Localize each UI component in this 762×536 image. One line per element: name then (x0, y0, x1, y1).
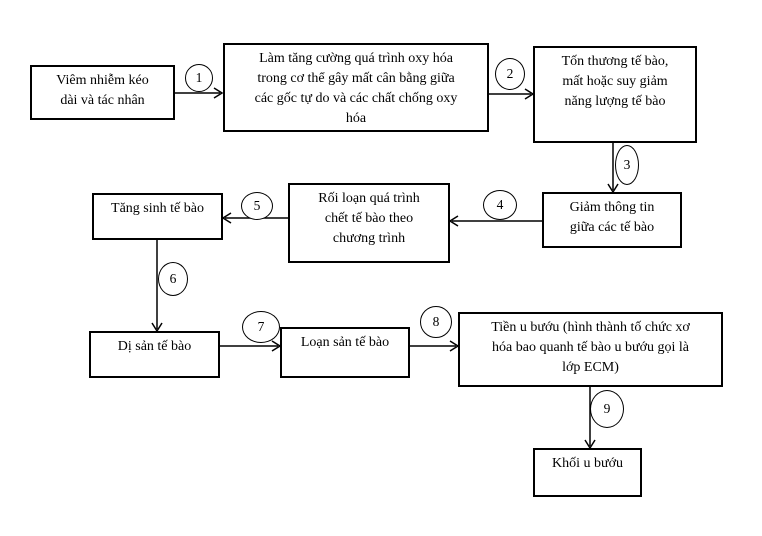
arrow-1 (175, 87, 224, 99)
box-tien-u-buou: Tiền u bướu (hình thành tố chức xơ hóa b… (458, 312, 723, 387)
arrow-3 (607, 143, 619, 194)
step-circle-2: 2 (495, 58, 525, 90)
arrow-8 (410, 340, 460, 352)
step-circle-7: 7 (242, 311, 280, 343)
arrow-4 (448, 215, 542, 227)
box-khoi-u-buou: Khối u bướu (533, 448, 642, 497)
arrow-9 (584, 387, 596, 450)
step-circle-4: 4 (483, 190, 517, 220)
arrow-6 (151, 240, 163, 333)
step-circle-5: 5 (241, 192, 273, 220)
box-giam-thong-tin: Giảm thông tin giữa các tế bào (542, 192, 682, 248)
box-oxy-hoa: Làm tăng cường quá trình oxy hóa trong c… (223, 43, 489, 132)
box-tang-sinh: Tăng sinh tế bào (92, 193, 223, 240)
step-circle-3: 3 (615, 145, 639, 185)
arrow-7 (220, 340, 282, 352)
box-roi-loan: Rối loạn quá trình chết tế bào theo chươ… (288, 183, 450, 263)
step-circle-1: 1 (185, 64, 213, 92)
step-circle-9: 9 (590, 390, 624, 428)
step-circle-6: 6 (158, 262, 188, 296)
box-di-san: Dị sản tế bào (89, 331, 220, 378)
arrow-2 (489, 88, 535, 100)
box-viem-nhiem: Viêm nhiễm kéo dài và tác nhân (30, 65, 175, 120)
step-circle-8: 8 (420, 306, 452, 338)
box-loan-san: Loạn sản tế bào (280, 327, 410, 378)
box-ton-thuong: Tốn thương tế bào, mất hoặc suy giảm năn… (533, 46, 697, 143)
